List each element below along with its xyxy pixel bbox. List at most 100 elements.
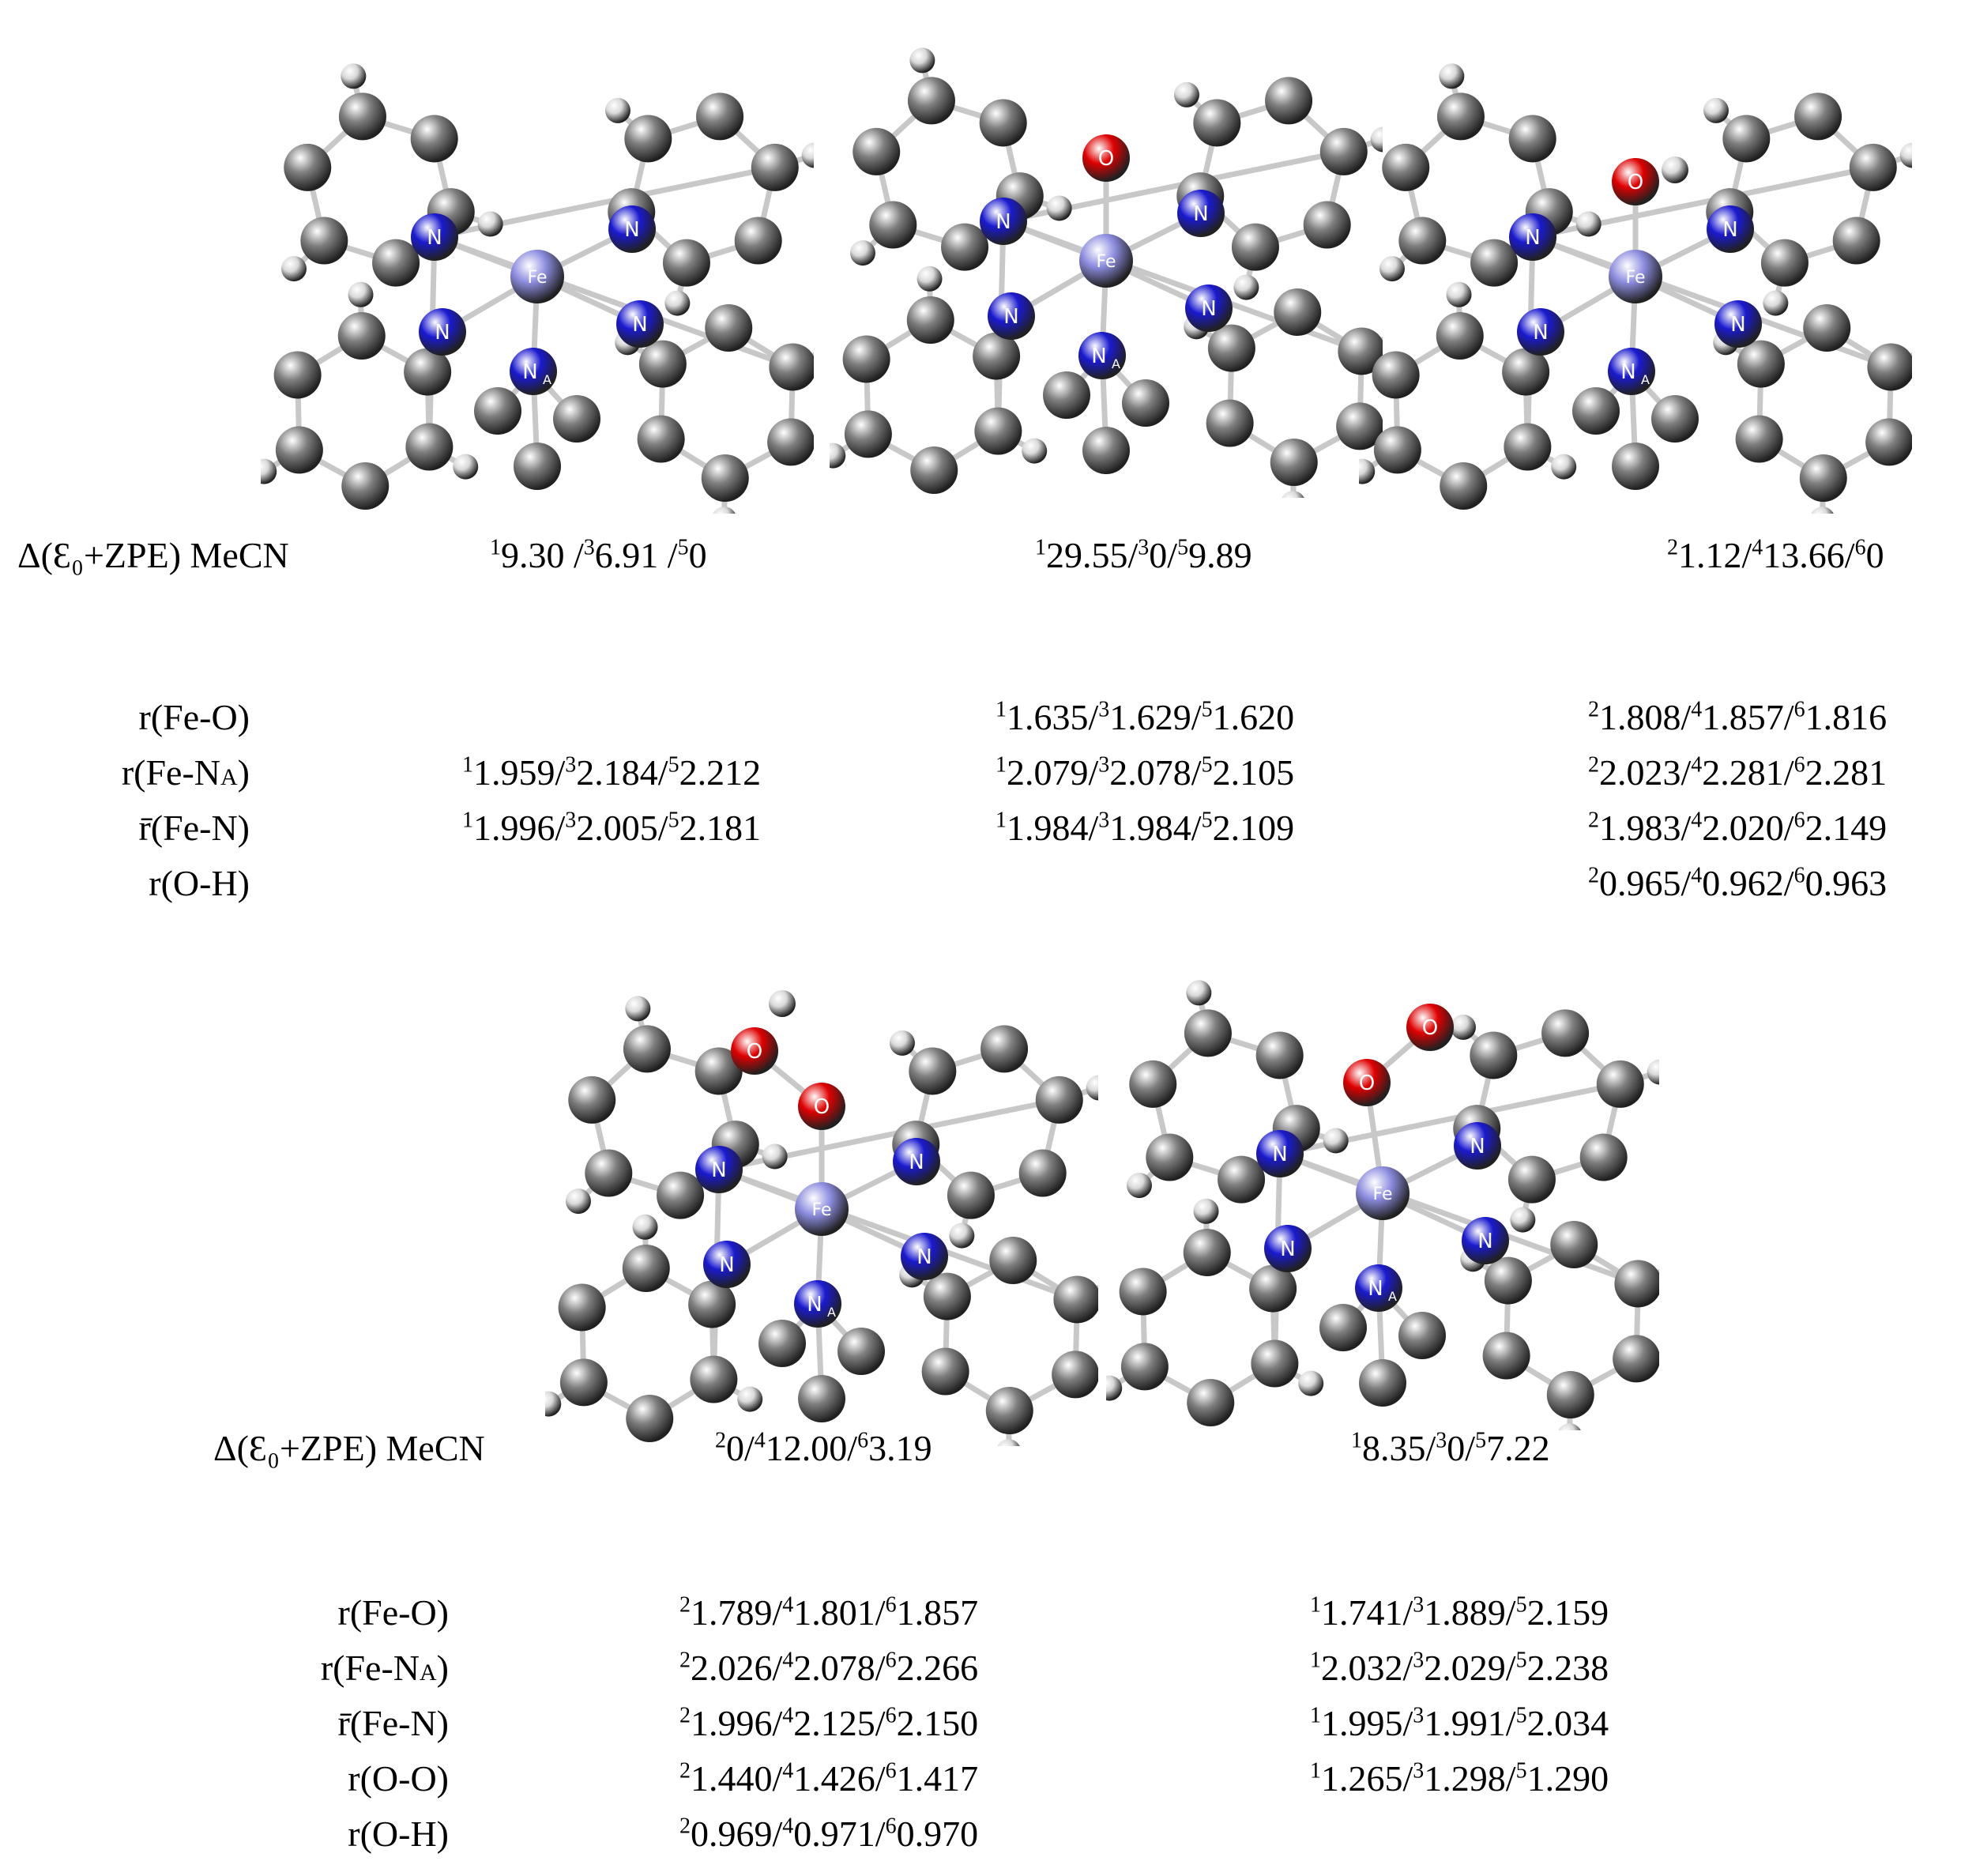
nitrogen-atom (1707, 205, 1754, 253)
nitrogen-sub-label: A (1388, 1289, 1397, 1304)
spin-multiplicity: 6 (885, 1758, 897, 1784)
spin-multiplicity: 4 (1691, 697, 1703, 722)
spin-multiplicity: 4 (754, 1428, 766, 1453)
oxygen-atom (731, 1027, 778, 1075)
hydrogen-atom (1551, 454, 1577, 480)
hydrogen-atom (604, 97, 630, 123)
hydrogen-atom (632, 1214, 658, 1240)
carbon-atom (1508, 115, 1556, 163)
parameter-value: 20.969/40.971/60.970 (679, 1815, 978, 1852)
spin-multiplicity: 4 (1752, 535, 1763, 560)
carbon-atom (372, 239, 420, 287)
carbon-atom (657, 1171, 705, 1219)
hydrogen-atom (1379, 256, 1405, 282)
spin-multiplicity: 2 (679, 1703, 691, 1728)
value-segment: 12.00/ (765, 1428, 858, 1468)
carbon-atom (1865, 418, 1912, 466)
parameter-label: r(O-H) (149, 863, 250, 903)
energy-value: 20/412.00/63.19 (715, 1430, 932, 1467)
energy-value: 21.12/413.66/60 (1667, 537, 1884, 574)
hydrogen-atom (545, 1391, 562, 1417)
value-segment: 1.857/ (1702, 697, 1794, 737)
value-segment: 1.959/ (473, 752, 566, 793)
carbon-atom (1614, 1260, 1659, 1308)
hydrogen-atom (1106, 1375, 1123, 1401)
value-segment: 2.184/ (576, 752, 668, 793)
value-segment: 2.238 (1526, 1648, 1609, 1688)
nitrogen-atom (1454, 1122, 1501, 1170)
spin-multiplicity: 3 (1413, 1758, 1425, 1784)
carbon-atom (1470, 239, 1519, 287)
hydrogen-atom (830, 443, 846, 469)
iron-label: Fe (528, 268, 548, 288)
nitrogen-sub-label: A (543, 372, 551, 387)
carbon-atom (559, 1358, 608, 1407)
hydrogen-atom (1899, 142, 1912, 168)
spin-multiplicity: 3 (1138, 535, 1150, 560)
carbon-atom (626, 1394, 674, 1442)
nitrogen-atom (703, 1241, 751, 1288)
spin-multiplicity: 3 (1098, 808, 1110, 833)
apical-nitrogen-atom (510, 348, 557, 395)
oxygen-label: O (1098, 147, 1114, 171)
spin-multiplicity: 5 (1515, 1648, 1527, 1673)
value-segment: 2.032/ (1321, 1648, 1413, 1688)
carbon-atom (1270, 438, 1318, 486)
value-segment: 0/ (726, 1428, 755, 1468)
parameter-value: 11.984/31.984/52.109 (996, 808, 1294, 846)
value-segment: 2.105 (1212, 752, 1295, 793)
value-segment: 13.66/ (1763, 535, 1855, 575)
spin-multiplicity: 5 (1201, 697, 1213, 722)
nitrogen-label: N (632, 313, 647, 337)
carbon-atom (1436, 312, 1484, 360)
spin-multiplicity: 1 (1351, 1428, 1362, 1453)
carbon-atom (910, 446, 958, 494)
carbon-atom (1043, 371, 1090, 419)
hydrogen-atom (341, 63, 367, 89)
carbon-atom (337, 312, 386, 360)
value-segment: 2.266 (896, 1648, 979, 1688)
parameter-value: 11.265/31.298/51.290 (1310, 1758, 1609, 1797)
hydrogen-atom (762, 1143, 788, 1170)
hydrogen-atom (1186, 980, 1212, 1006)
nitrogen-label: N (1722, 218, 1737, 242)
spin-multiplicity: 6 (1793, 808, 1805, 833)
carbon-atom (1193, 99, 1241, 147)
hydrogen-atom (1662, 156, 1688, 183)
hydrogen-atom (801, 142, 814, 168)
value-segment: 1.789/ (691, 1592, 783, 1633)
hydrogen-atom (664, 290, 691, 316)
oxygen-label: O (814, 1095, 830, 1119)
nitrogen-label: N (1477, 1230, 1492, 1253)
parameter-label: r̄(Fe-N) (337, 1703, 450, 1743)
carbon-atom (907, 77, 955, 125)
carbon-atom (1579, 1133, 1628, 1181)
hydrogen-atom (1510, 1207, 1536, 1233)
spin-multiplicity: 6 (1793, 863, 1805, 888)
carbon-atom (921, 1347, 969, 1396)
parameter-value: 21.440/41.426/61.417 (679, 1758, 978, 1797)
apical-nitrogen-atom (794, 1280, 841, 1328)
carbon-atom (837, 1328, 885, 1375)
carbon-atom (1082, 427, 1130, 474)
nitrogen-label: N (1525, 226, 1540, 250)
parameter-label: r(Fe-NA) (320, 1648, 449, 1688)
value-segment: 0.962/ (1702, 863, 1794, 903)
carbon-atom (853, 127, 901, 175)
value-segment: 2.023/ (1599, 752, 1692, 793)
parameter-value: 12.032/32.029/52.238 (1310, 1648, 1609, 1688)
nitrogen-label: N (719, 1253, 734, 1277)
carbon-atom (1504, 423, 1552, 471)
value-segment: 2.212 (679, 752, 762, 793)
spin-multiplicity: 1 (1310, 1703, 1321, 1728)
spin-multiplicity: 1 (996, 752, 1007, 778)
parameter-value: 11.741/31.889/52.159 (1310, 1594, 1609, 1631)
carbon-atom (514, 443, 561, 490)
value-segment: 0.965/ (1599, 863, 1692, 903)
nitrogen-label: N (1280, 1237, 1295, 1261)
carbon-atom (1737, 340, 1785, 388)
nitrogen-label: N (996, 210, 1011, 234)
energy-value: 18.35/30/57.22 (1351, 1430, 1550, 1467)
value-segment: 29.55/ (1046, 535, 1139, 575)
